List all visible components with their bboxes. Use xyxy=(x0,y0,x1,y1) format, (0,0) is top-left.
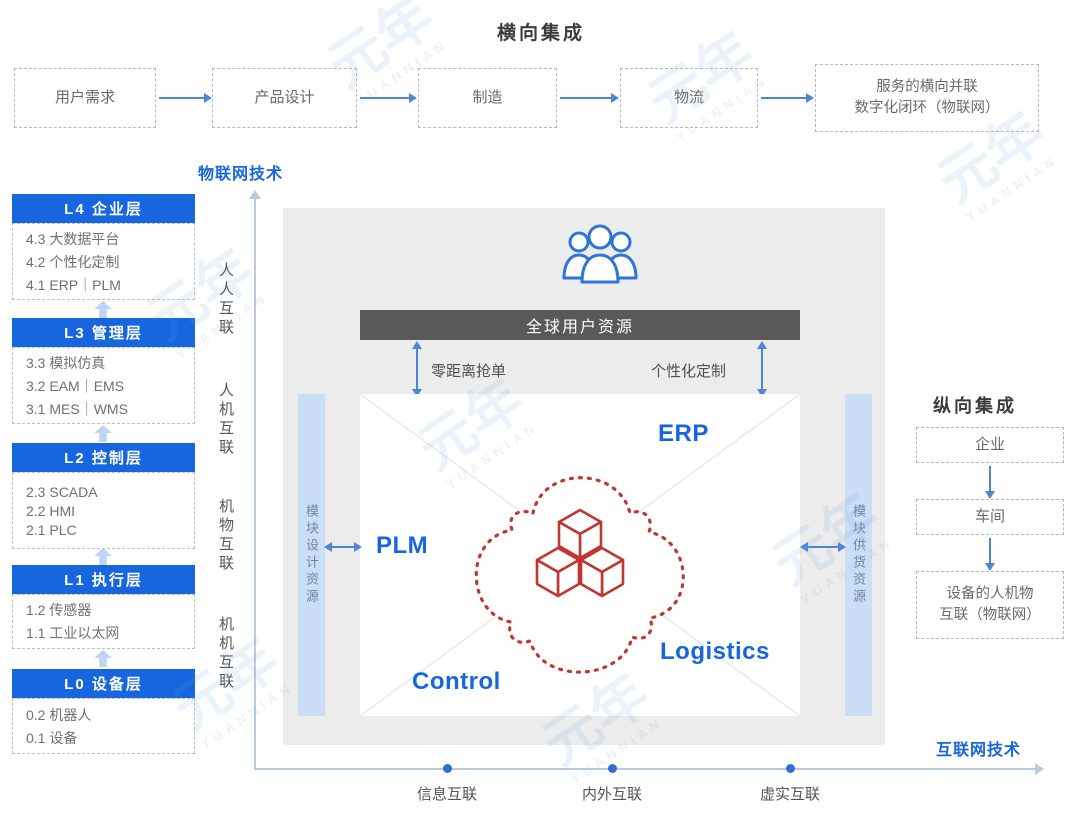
layer-item: 4.2 个性化定制 xyxy=(26,253,120,270)
cubes-icon xyxy=(535,508,625,598)
flow-step-label: 用户需求 xyxy=(54,89,115,107)
internet-axis-label-inout: 内外互联 xyxy=(581,786,642,803)
vflow-step-label-line2: 互联（物联网） xyxy=(939,607,1041,623)
iot-axis-line xyxy=(254,198,256,770)
flow-step-product-design: 产品设计 xyxy=(212,68,357,128)
flow-step-label: 产品设计 xyxy=(254,89,315,107)
internet-axis-label-info: 信息互联 xyxy=(416,786,477,803)
layer-body-l1: 1.2 传感器 1.1 工业以太网 xyxy=(12,594,195,649)
module-supply-resource-bar: 模块供货资源 xyxy=(845,394,872,716)
layer-header-l4: L4 企业层 xyxy=(12,194,195,223)
vflow-step-label-line1: 设备的人机物 xyxy=(946,585,1034,602)
quadrant-label-control: Control xyxy=(412,668,501,695)
iot-axis-arrowhead xyxy=(249,190,261,199)
flow-step-logistics: 物流 xyxy=(620,68,758,128)
layer-up-arrow-icon xyxy=(94,425,112,442)
flow-step-user-demand: 用户需求 xyxy=(14,68,156,128)
double-arrow-vertical xyxy=(412,341,422,397)
layer-item: 2.2 HMI xyxy=(26,502,76,519)
vflow-arrow xyxy=(985,466,995,499)
layer-item: 3.3 模拟仿真 xyxy=(26,354,106,371)
flow-step-label-line2: 数字化闭环（物联网） xyxy=(854,100,1000,116)
layer-item: 0.1 设备 xyxy=(26,729,78,746)
layer-body-l4: 4.3 大数据平台 4.2 个性化定制 4.1 ERP｜PLM xyxy=(12,223,195,300)
flow-step-label-line1: 服务的横向并联 xyxy=(876,78,978,95)
users-group-icon xyxy=(562,224,638,284)
layer-body-l0: 0.2 机器人 0.1 设备 xyxy=(12,698,195,754)
personalized-customization-label: 个性化定制 xyxy=(651,363,727,380)
internet-axis-label-virtual-real: 虚实互联 xyxy=(759,786,820,803)
vertical-integration-title: 纵向集成 xyxy=(933,396,1017,416)
iot-axis-label-human-human: 人人互联 xyxy=(217,262,234,338)
layer-item: 2.3 SCADA xyxy=(26,483,98,500)
layer-header-l3: L3 管理层 xyxy=(12,318,195,347)
quadrant-label-erp: ERP xyxy=(658,420,709,447)
quadrant-label-logistics: Logistics xyxy=(660,638,770,665)
vflow-step-workshop: 车间 xyxy=(916,499,1064,535)
layer-item: 2.1 PLC xyxy=(26,521,77,538)
global-user-resource-bar: 全球用户资源 xyxy=(360,310,800,340)
layer-up-arrow-icon xyxy=(94,650,112,667)
axis-tick-dot xyxy=(443,764,452,773)
layer-item: 1.2 传感器 xyxy=(26,602,92,618)
double-arrow-horizontal xyxy=(800,542,846,552)
flow-step-service-loop: 服务的横向并联 数字化闭环（物联网） xyxy=(815,64,1039,132)
internet-axis-arrowhead xyxy=(1035,763,1044,775)
module-design-resource-bar: 模块设计资源 xyxy=(298,394,325,716)
iot-axis-label-machine-thing: 机物互联 xyxy=(217,498,234,574)
layer-header-l2: L2 控制层 xyxy=(12,443,195,472)
axis-tick-dot xyxy=(608,764,617,773)
vflow-arrow xyxy=(985,538,995,571)
iot-axis-label-human-machine: 人机互联 xyxy=(217,382,234,458)
flow-arrow xyxy=(159,93,212,103)
flow-step-manufacturing: 制造 xyxy=(418,68,557,128)
internet-technology-axis-title: 互联网技术 xyxy=(936,742,1022,759)
layer-item: 0.2 机器人 xyxy=(26,706,92,723)
quadrant-label-plm: PLM xyxy=(376,532,429,559)
iot-axis-label-machine-machine: 机机互联 xyxy=(217,616,234,692)
layer-item: 4.1 ERP｜PLM xyxy=(26,276,121,293)
flow-step-label: 制造 xyxy=(472,89,503,107)
flow-arrow xyxy=(560,93,619,103)
vflow-step-enterprise: 企业 xyxy=(916,427,1064,463)
layer-item: 3.1 MES｜WMS xyxy=(26,400,128,417)
layer-header-l1: L1 执行层 xyxy=(12,565,195,594)
vflow-step-label: 企业 xyxy=(974,436,1005,454)
layer-header-l0: L0 设备层 xyxy=(12,669,195,698)
layer-item: 3.2 EAM｜EMS xyxy=(26,377,125,394)
iot-technology-axis-title: 物联网技术 xyxy=(198,166,284,183)
layer-up-arrow-icon xyxy=(94,548,112,565)
horizontal-integration-title: 横向集成 xyxy=(497,23,586,44)
layer-body-l3: 3.3 模拟仿真 3.2 EAM｜EMS 3.1 MES｜WMS xyxy=(12,347,195,424)
flow-step-label: 物流 xyxy=(673,89,704,107)
zero-distance-order-label: 零距离抢单 xyxy=(431,363,507,380)
axis-tick-dot xyxy=(786,764,795,773)
flow-arrow xyxy=(360,93,417,103)
layer-item: 4.3 大数据平台 xyxy=(26,230,120,247)
vflow-step-label: 车间 xyxy=(974,508,1005,526)
layer-item: 1.1 工业以太网 xyxy=(26,625,120,641)
double-arrow-horizontal xyxy=(324,542,362,552)
layer-body-l2: 2.3 SCADA 2.2 HMI 2.1 PLC xyxy=(12,472,195,549)
flow-arrow xyxy=(761,93,814,103)
vflow-step-device-interconnect: 设备的人机物 互联（物联网） xyxy=(916,571,1064,639)
internet-axis-line xyxy=(255,768,1035,770)
layer-up-arrow-icon xyxy=(94,301,112,318)
double-arrow-vertical xyxy=(757,341,767,397)
